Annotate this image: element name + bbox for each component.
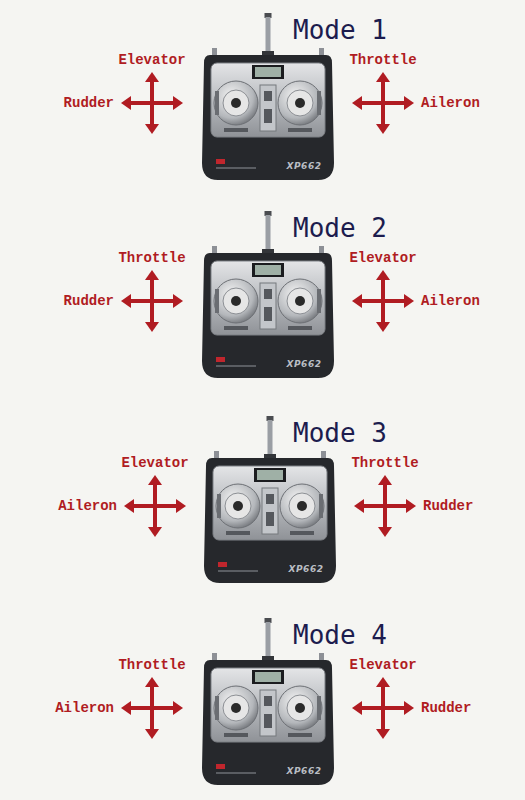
mode-heading: Mode 2 (293, 215, 387, 241)
stick-arrows (121, 72, 183, 134)
model-name: XP662 (287, 360, 322, 369)
control-label: Rudder (64, 96, 114, 110)
control-label: Throttle (351, 456, 418, 470)
control-label: Aileron (421, 294, 480, 308)
control-label: Rudder (64, 294, 114, 308)
stick-arrows (352, 677, 414, 739)
model-name: XP662 (289, 565, 324, 574)
stick-arrows (124, 475, 186, 537)
control-label: Elevator (121, 456, 188, 470)
stick-arrows (354, 475, 416, 537)
control-label: Throttle (349, 53, 416, 67)
mode-heading: Mode 1 (293, 17, 387, 43)
model-name: XP662 (287, 767, 322, 776)
control-label: Rudder (423, 499, 473, 513)
control-label: Rudder (421, 701, 471, 715)
control-label: Elevator (349, 251, 416, 265)
stick-arrows (121, 270, 183, 332)
control-label: Aileron (421, 96, 480, 110)
mode-heading: Mode 3 (293, 420, 387, 446)
control-label: Throttle (118, 658, 185, 672)
stick-arrows (352, 72, 414, 134)
stick-arrows (121, 677, 183, 739)
control-label: Aileron (55, 701, 114, 715)
mode-heading: Mode 4 (293, 622, 387, 648)
model-name: XP662 (287, 162, 322, 171)
control-label: Elevator (349, 658, 416, 672)
control-label: Elevator (118, 53, 185, 67)
control-label: Aileron (58, 499, 117, 513)
stick-arrows (352, 270, 414, 332)
control-label: Throttle (118, 251, 185, 265)
